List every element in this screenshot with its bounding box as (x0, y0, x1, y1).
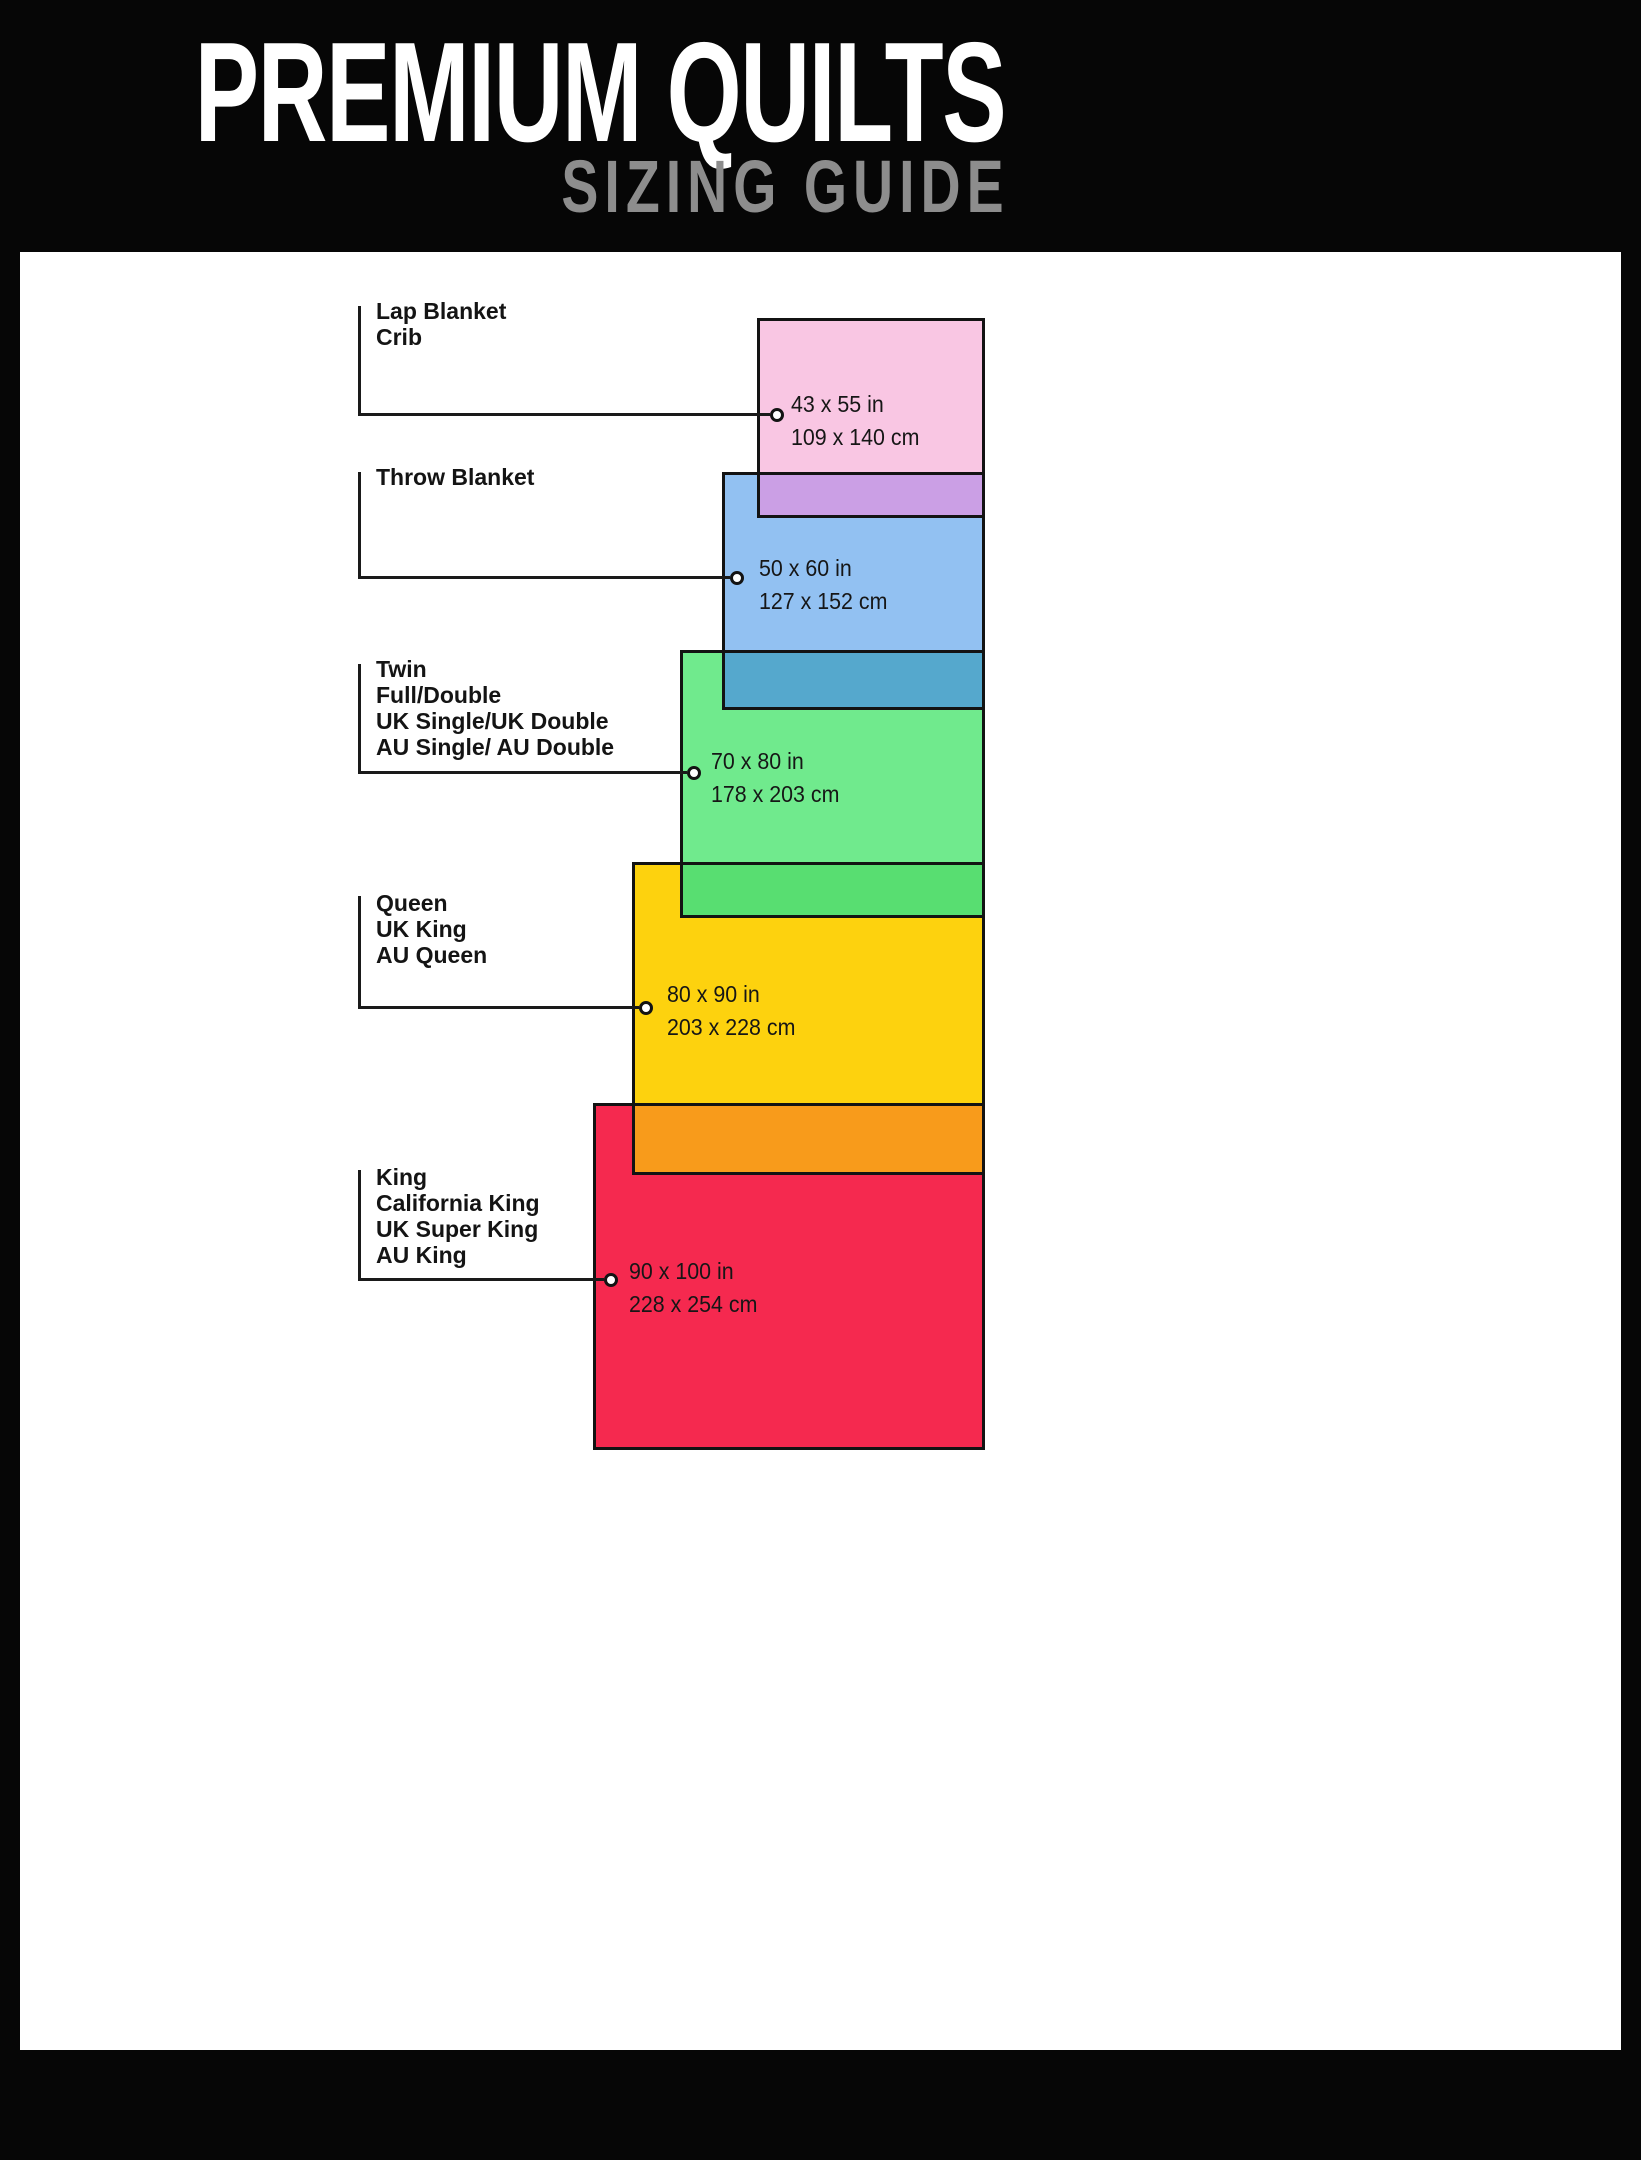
page-subtitle: SIZING GUIDE (561, 145, 1010, 228)
size-cm: 127 x 152 cm (759, 588, 888, 614)
size-cm: 178 x 203 cm (711, 781, 840, 807)
connector-dot (730, 571, 744, 585)
size-label: Lap Blanket Crib (376, 298, 506, 350)
header: PREMIUM QUILTS SIZING GUIDE (0, 0, 1641, 252)
connector-dot (687, 766, 701, 780)
connector-vertical-line (358, 1170, 361, 1281)
page-title: PREMIUM QUILTS (194, 13, 1007, 172)
size-dimensions: 50 x 60 in 127 x 152 cm (759, 552, 887, 618)
size-dimensions: 80 x 90 in 203 x 228 cm (667, 978, 795, 1044)
connector-vertical-line (358, 664, 361, 774)
size-cm: 228 x 254 cm (629, 1291, 758, 1317)
connector-horizontal-line (358, 1278, 604, 1281)
size-inches: 70 x 80 in (711, 748, 804, 774)
size-label: King California King UK Super King AU Ki… (376, 1164, 540, 1268)
size-label-line: Lap Blanket (376, 298, 507, 324)
size-label: Queen UK King AU Queen (376, 890, 487, 968)
size-label-line: Twin (376, 656, 427, 682)
quilt-outline-twin (680, 650, 985, 918)
size-label-line: Crib (376, 324, 422, 350)
size-label-line: UK King (376, 916, 467, 942)
connector-dot (604, 1273, 618, 1287)
size-label-line: AU King (376, 1242, 467, 1268)
connector-dot (639, 1001, 653, 1015)
size-dimensions: 70 x 80 in 178 x 203 cm (711, 745, 839, 811)
size-label-line: Throw Blanket (376, 464, 535, 490)
connector-horizontal-line (358, 1006, 639, 1009)
size-label: Twin Full/Double UK Single/UK Double AU … (376, 656, 614, 760)
size-label-line: Full/Double (376, 682, 502, 708)
quilt-outline-throw (722, 472, 985, 710)
size-inches: 43 x 55 in (791, 391, 884, 417)
size-dimensions: 43 x 55 in 109 x 140 cm (791, 388, 919, 454)
quilt-outline-queen (632, 862, 985, 1175)
overlap-throw-twin (722, 650, 985, 710)
overlap-lap-throw (757, 472, 985, 518)
connector-dot (770, 408, 784, 422)
size-inches: 50 x 60 in (759, 555, 852, 581)
connector-vertical-line (358, 306, 361, 416)
connector-horizontal-line (358, 413, 770, 416)
size-label: Throw Blanket (376, 464, 534, 490)
size-label-line: King (376, 1164, 428, 1190)
size-label-line: AU Queen (376, 942, 488, 968)
overlap-queen-king (632, 1103, 985, 1175)
connector-horizontal-line (358, 576, 730, 579)
connector-vertical-line (358, 896, 361, 1009)
quilt-outline-lap-crib (757, 318, 985, 518)
size-label-line: UK Single/UK Double (376, 708, 609, 734)
overlap-twin-queen (680, 862, 985, 918)
size-label-line: California King (376, 1190, 540, 1216)
size-label-line: Queen (376, 890, 448, 916)
connector-vertical-line (358, 472, 361, 579)
size-label-line: UK Super King (376, 1216, 539, 1242)
size-inches: 90 x 100 in (629, 1258, 734, 1284)
connector-horizontal-line (358, 771, 687, 774)
size-cm: 109 x 140 cm (791, 424, 920, 450)
quilt-outline-king (593, 1103, 985, 1450)
size-label-line: AU Single/ AU Double (376, 734, 615, 760)
size-dimensions: 90 x 100 in 228 x 254 cm (629, 1255, 757, 1321)
size-cm: 203 x 228 cm (667, 1014, 796, 1040)
size-inches: 80 x 90 in (667, 981, 760, 1007)
